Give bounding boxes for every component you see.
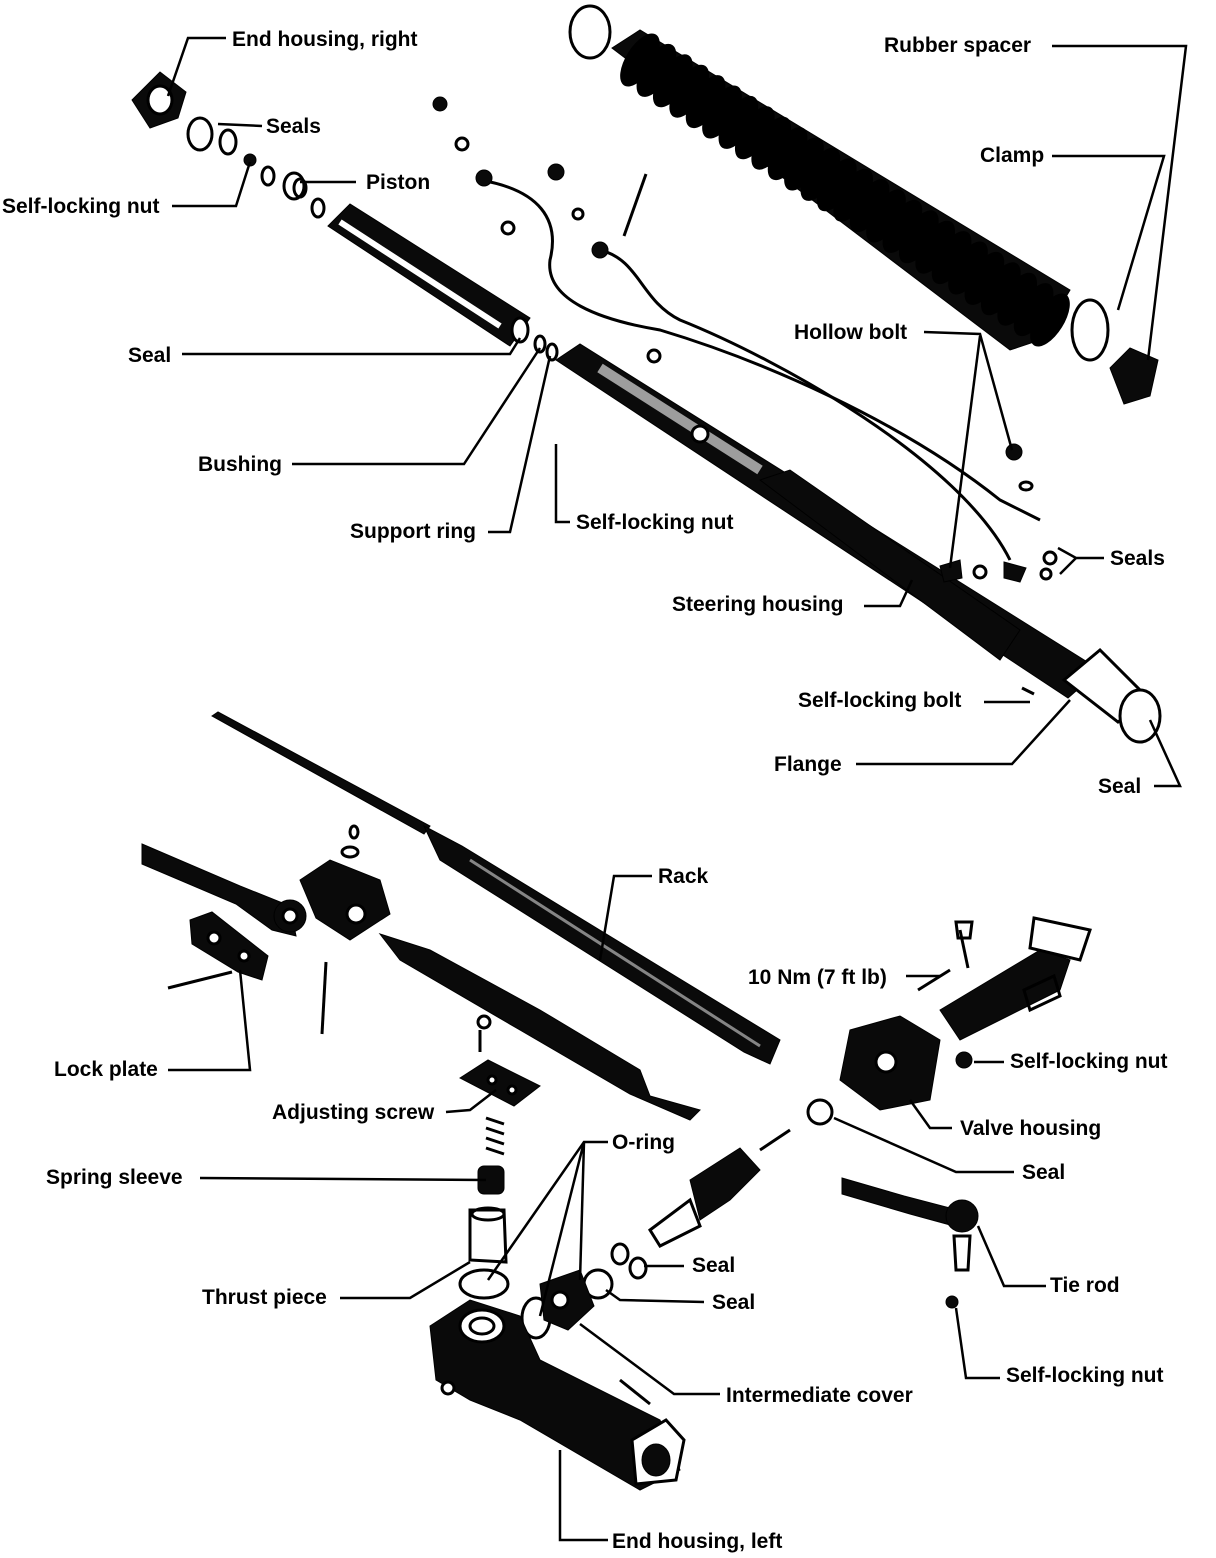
label-thrust-piece: Thrust piece: [202, 1286, 327, 1309]
label-end-housing-right: End housing, right: [232, 28, 417, 51]
label-lock-plate: Lock plate: [54, 1058, 158, 1081]
label-rack: Rack: [658, 865, 709, 888]
leader-lines: [166, 36, 1188, 1542]
label-adjusting-screw: Adjusting screw: [272, 1101, 435, 1124]
labels: End housing, right Seals Piston Self-loc…: [2, 28, 1168, 1553]
boot-rib: [816, 158, 857, 212]
spring-part: [485, 1116, 505, 1156]
boot-rib: [898, 210, 939, 264]
label-flange: Flange: [774, 753, 842, 776]
boot-rib: [784, 137, 824, 191]
parts-illustration: [131, 4, 1162, 1491]
bushing-ring: [533, 334, 547, 354]
label-steering-housing: Steering housing: [672, 593, 844, 616]
boot-rib: [866, 189, 906, 243]
seal-ring-top-2: [218, 128, 238, 156]
label-seal-upper-left: Seal: [128, 344, 171, 367]
label-intermediate-cover: Intermediate cover: [726, 1384, 913, 1407]
clamp-part: [1109, 347, 1159, 405]
boot-rib: [734, 106, 775, 160]
boot-rib: [1013, 283, 1054, 337]
label-valve-housing: Valve housing: [960, 1117, 1101, 1140]
fluid-line-1: [479, 178, 1041, 522]
label-tie-rod: Tie rod: [1050, 1274, 1120, 1297]
valve-housing-part: [839, 916, 1092, 1111]
end-housing-left-part: [429, 1299, 686, 1491]
label-self-locking-nut-valve: Self-locking nut: [1010, 1050, 1168, 1073]
piston-part: [282, 171, 308, 201]
label-rubber-spacer: Rubber spacer: [884, 34, 1031, 57]
label-self-locking-nut-tie-rod: Self-locking nut: [1006, 1364, 1164, 1387]
tie-rod-right-part: [841, 1177, 979, 1272]
boot-rib: [833, 168, 874, 222]
boot-rib: [669, 64, 710, 118]
boot-rib: [620, 33, 660, 87]
boot-rib: [800, 147, 841, 201]
label-spring-sleeve: Spring sleeve: [46, 1166, 183, 1189]
label-o-ring: O-ring: [612, 1131, 675, 1154]
valve-nut-part: [955, 1051, 973, 1069]
boot-rib: [685, 75, 726, 129]
ring-small-2: [310, 197, 326, 219]
label-self-locking-nut-mid: Self-locking nut: [576, 511, 734, 534]
boot-rib: [767, 127, 808, 181]
boot-rib: [849, 179, 890, 233]
boot-rib: [751, 116, 792, 170]
end-housing-right-part: [131, 71, 187, 129]
lock-plate-part: [189, 911, 269, 981]
label-clamp: Clamp: [980, 144, 1044, 167]
label-seals-right: Seals: [1110, 547, 1165, 570]
label-self-locking-nut-top-left: Self-locking nut: [2, 195, 160, 218]
boot-rib: [915, 220, 956, 274]
adjusting-screw-part: [459, 1059, 541, 1107]
label-seals-top: Seals: [266, 115, 321, 138]
label-seal-valve: Seal: [1022, 1161, 1065, 1184]
boot-rib: [718, 95, 759, 149]
label-support-ring: Support ring: [350, 520, 476, 543]
inner-tube-part: [327, 203, 531, 347]
rubber-spacer-part: [1070, 298, 1110, 362]
steering-housing-part: [555, 343, 1162, 744]
boot-rib: [882, 199, 923, 253]
rubber-boot-part: [568, 4, 1071, 351]
boot-rib: [702, 85, 742, 139]
boot-rib: [1030, 293, 1070, 347]
boot-rib: [636, 43, 677, 97]
fluid-line-2: [599, 248, 1012, 561]
valve-seal-ring: [806, 1098, 834, 1126]
label-seal-right: Seal: [1098, 775, 1141, 798]
support-ring-part: [545, 342, 559, 362]
tie-rod-left-part: [141, 843, 701, 1121]
pinion-part: [647, 1128, 791, 1248]
boot-rib: [980, 262, 1021, 316]
boot-rib: [964, 251, 1005, 305]
label-end-housing-left: End housing, left: [612, 1530, 782, 1553]
intermediate-cover-part: [539, 1269, 595, 1331]
lock-plate-bolt: [167, 970, 233, 990]
label-piston: Piston: [366, 171, 430, 194]
boot-rib: [997, 272, 1038, 326]
label-bushing: Bushing: [198, 453, 282, 476]
seal-ring-top-1: [186, 116, 214, 152]
boot-rib: [652, 54, 693, 108]
label-hollow-bolt: Hollow bolt: [794, 321, 907, 344]
label-torque: 10 Nm (7 ft lb): [748, 966, 887, 989]
boot-rib: [948, 241, 988, 295]
thrust-piece-part: [468, 1206, 508, 1264]
label-self-locking-bolt: Self-locking bolt: [798, 689, 961, 712]
label-seal-pinion-2: Seal: [712, 1291, 755, 1314]
label-seal-pinion-1: Seal: [692, 1254, 735, 1277]
ring-small-1: [260, 165, 276, 187]
boot-rib: [931, 231, 972, 285]
